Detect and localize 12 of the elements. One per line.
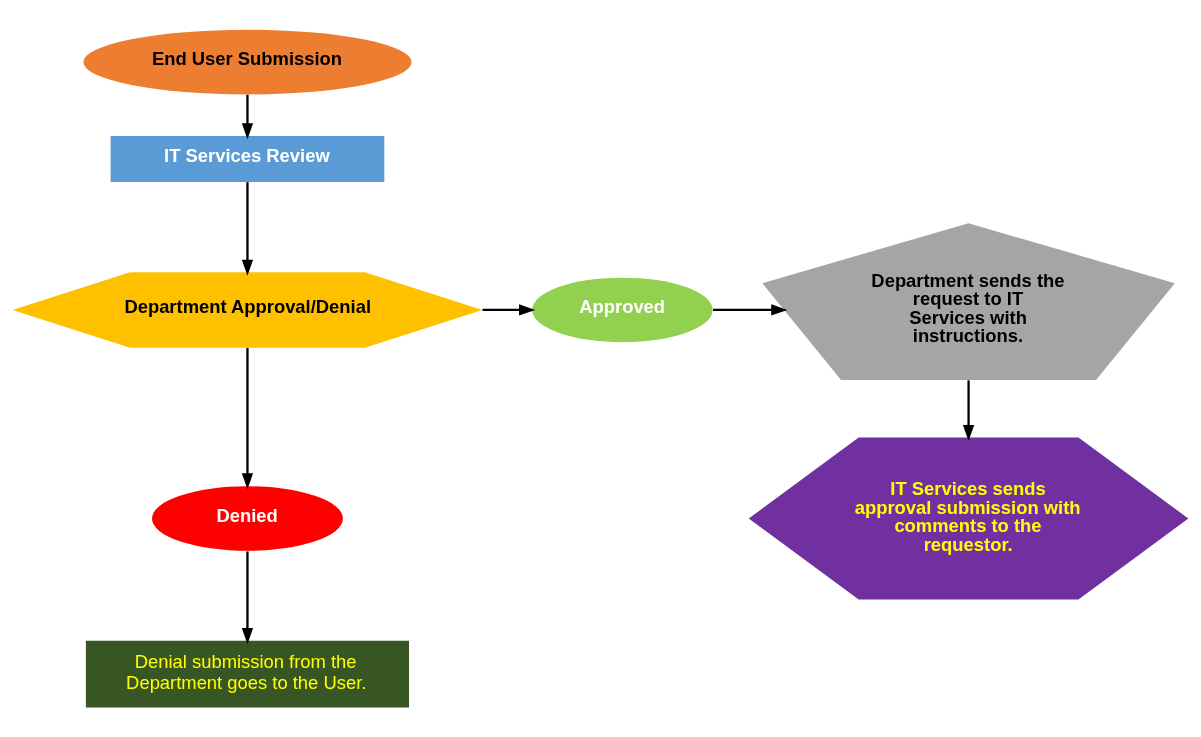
arrow bbox=[241, 94, 254, 140]
arrow bbox=[962, 380, 975, 442]
node-ellipse: End User Submission bbox=[83, 29, 412, 95]
node-box: IT Services Review bbox=[110, 136, 385, 183]
arrow bbox=[482, 304, 536, 316]
arrow bbox=[241, 347, 254, 490]
node-ellipse: Approved bbox=[532, 277, 713, 343]
arrow bbox=[241, 551, 254, 645]
node-box: Denial submission from the Department goes to the User. bbox=[85, 640, 410, 708]
arrow bbox=[713, 304, 788, 316]
node-ellipse: Denied bbox=[152, 486, 343, 551]
arrow bbox=[241, 182, 254, 276]
